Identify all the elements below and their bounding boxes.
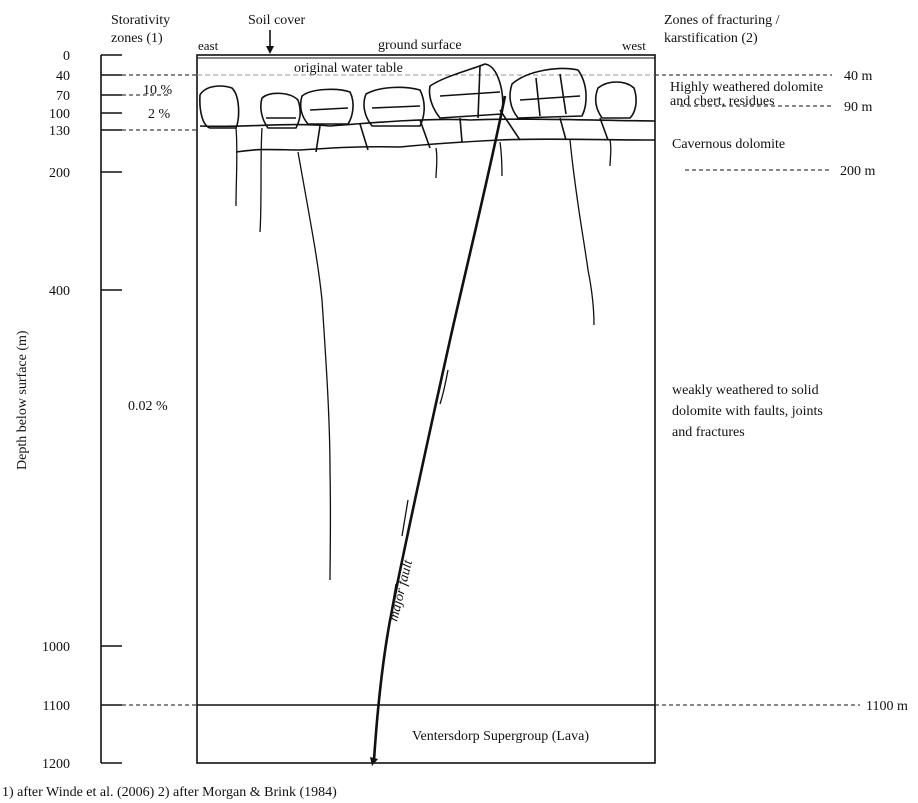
section-block-outline <box>196 54 656 764</box>
storativity-dash-lines <box>101 74 197 131</box>
tick-label-0: 0 <box>63 49 70 64</box>
zone-weakly-weathered-line1: weakly weathered to solid <box>672 383 819 398</box>
major-fault-line <box>372 95 507 761</box>
right-header-line1: Zones of fracturing / <box>664 13 780 28</box>
zone-highly-weathered: Highly weathered dolomite <box>670 80 823 95</box>
water-table-label: original water table <box>294 61 403 76</box>
karst-fractures <box>235 127 612 621</box>
footnote-text: 1) after Winde et al. (2006) 2) after Mo… <box>2 785 337 800</box>
ventersdorp-label: Ventersdorp Supergroup (Lava) <box>412 729 589 744</box>
weathered-dolomite-blocks <box>199 63 656 153</box>
tick-label-40: 40 <box>56 69 70 84</box>
fault-arrow-head <box>370 757 378 766</box>
tick-label-1200: 1200 <box>42 757 70 772</box>
right-header-line2: karstification (2) <box>664 31 758 46</box>
tick-label-1000: 1000 <box>42 640 70 655</box>
depth-axis-label: Depth below surface (m) <box>15 330 30 470</box>
storativity-high: 10 % <box>143 83 173 98</box>
depth-marker-40m: 40 m <box>844 69 873 84</box>
storativity-low: 0.02 % <box>128 399 168 414</box>
zone-highly-weathered-line2: and chert, residues <box>670 94 775 109</box>
zone-weakly-weathered-line2: dolomite with faults, joints <box>672 404 823 419</box>
tick-label-200: 200 <box>49 166 70 181</box>
major-fault-label: major fault <box>386 558 416 623</box>
ground-surface-label: ground surface <box>378 38 462 53</box>
tick-label-1100: 1100 <box>43 699 70 714</box>
east-label: east <box>198 38 219 53</box>
depth-marker-90m: 90 m <box>844 100 873 115</box>
tick-label-400: 400 <box>49 284 70 299</box>
storativity-mid: 2 % <box>148 107 171 122</box>
depth-marker-1100m: 1100 m <box>866 699 908 714</box>
tick-label-130: 130 <box>49 124 70 139</box>
depth-marker-200m: 200 m <box>840 164 876 179</box>
soil-cover-label: Soil cover <box>248 13 305 28</box>
tick-label-100: 100 <box>49 107 70 122</box>
right-depth-dash-lines <box>101 74 860 706</box>
left-header-line1: Storativity <box>111 13 170 28</box>
zone-weakly-weathered-line3: and fractures <box>672 425 745 440</box>
zone-cavernous: Cavernous dolomite <box>672 137 785 152</box>
left-header-line2: zones (1) <box>111 31 163 46</box>
depth-axis-ticks <box>101 54 122 764</box>
west-label: west <box>622 38 646 53</box>
tick-label-70: 70 <box>56 89 70 104</box>
depth-tick-labels: 0 40 70 100 130 200 400 1000 1100 1200 <box>42 49 70 772</box>
soil-cover-arrow <box>266 30 274 54</box>
